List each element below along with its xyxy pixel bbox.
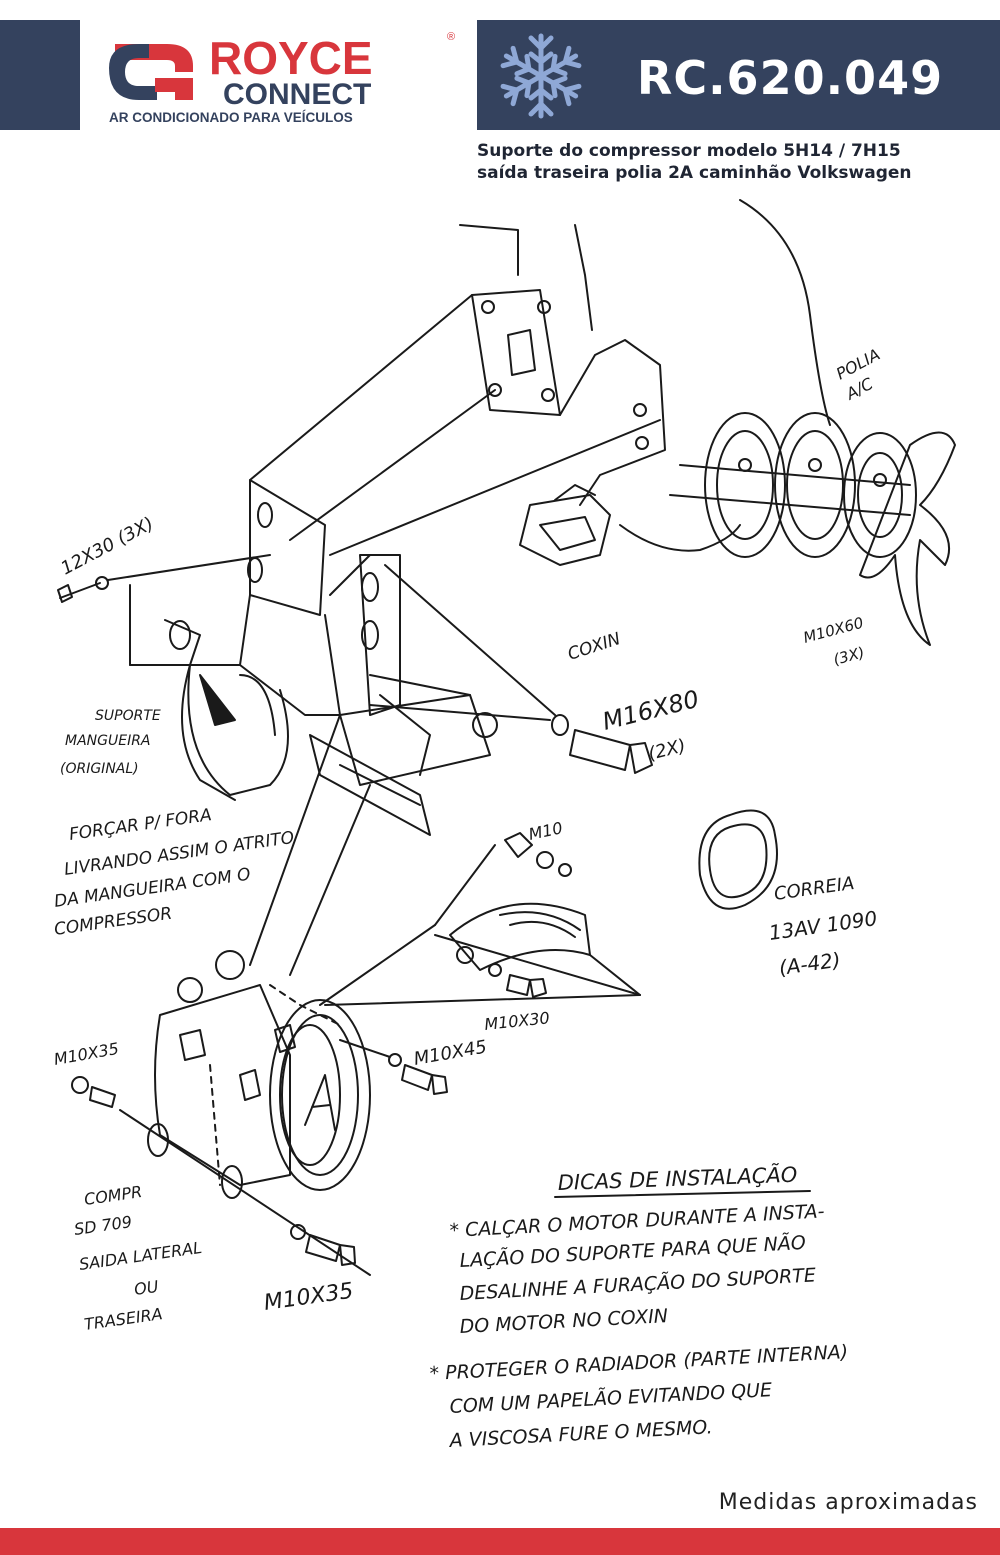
- bolt-m10x35-left: [71, 1076, 371, 1276]
- label-correia-ref: (A-42): [777, 948, 842, 980]
- label-suporte: SUPORTE: [95, 708, 161, 724]
- description-line-2: saída traseira polia 2A caminhão Volkswa…: [477, 163, 912, 183]
- label-dicas-title: DICAS DE INSTALAÇÃO: [557, 1161, 797, 1195]
- label-m10x35-bottom: M10X35: [262, 1279, 355, 1316]
- snowflake-icon: [495, 30, 587, 122]
- label-dica-2-line-1: * PROTEGER O RADIADOR (PARTE INTERNA): [429, 1341, 849, 1385]
- label-m16x80-qty: (2X): [646, 735, 688, 765]
- svg-text:®: ®: [447, 31, 455, 43]
- label-dica-2-line-3: A VISCOSA FURE O MESMO.: [447, 1416, 713, 1452]
- pulley-assembly: [619, 199, 956, 646]
- compressor-body: [147, 714, 641, 1199]
- label-m16x80: M16X80: [600, 685, 702, 736]
- label-compr-traseira: TRASEIRA: [83, 1304, 164, 1334]
- label-mangueira: MANGUEIRA: [65, 733, 151, 749]
- label-dica-2-line-2: COM UM PAPELÃO EVITANDO QUE: [449, 1378, 772, 1418]
- label-original: (ORIGINAL): [60, 761, 139, 777]
- label-m10x60: M10X60: [801, 614, 865, 647]
- label-forcar-1: FORÇAR P/ FORA: [68, 805, 213, 845]
- label-correia: CORREIA: [773, 873, 856, 905]
- label-dica-1-line-3: DESALINHE A FURAÇÃO DO SUPORTE: [459, 1263, 816, 1305]
- label-m10x35-top: M10X35: [52, 1039, 120, 1069]
- product-description: Suporte do compressor modelo 5H14 / 7H15…: [477, 140, 987, 184]
- description-line-1: Suporte do compressor modelo 5H14 / 7H15: [477, 141, 901, 161]
- hose-support: [164, 619, 289, 801]
- nut-m10: [504, 832, 572, 877]
- belt-correia: [698, 809, 778, 910]
- label-compr-saida: SAIDA LATERAL: [78, 1238, 203, 1274]
- header-left-block: [0, 20, 80, 130]
- label-m10x30: M10X30: [483, 1008, 550, 1034]
- footer-note: Medidas aproximadas: [718, 1490, 978, 1515]
- compressor-bracket: [239, 479, 556, 836]
- label-compr-model: SD 709: [73, 1212, 133, 1239]
- coxin-mount: [519, 339, 666, 566]
- bolt-m10x35-right: [290, 1224, 356, 1266]
- bolt-12x30: [57, 554, 271, 666]
- label-dica-1-line-4: DO MOTOR NO COXIN: [459, 1305, 668, 1338]
- slotted-adjust-plate: [434, 844, 641, 996]
- bolt-m10x45: [339, 1039, 448, 1095]
- logo-emblem-icon: [109, 44, 193, 100]
- logo-tagline: AR CONDICIONADO PARA VEÍCULOS: [109, 110, 353, 125]
- bolt-m16x80: [551, 714, 653, 774]
- label-compr: COMPR: [83, 1182, 143, 1209]
- label-compr-ou: OU: [133, 1277, 160, 1299]
- label-coxin: COXIN: [565, 629, 623, 665]
- bolt-m10x30: [488, 963, 547, 998]
- logo-connect-text: CONNECT: [223, 78, 371, 111]
- label-m10: M10: [527, 818, 564, 844]
- label-correia-code: 13AV 1090: [767, 906, 878, 945]
- label-bolt-12x30: 12X30 (3X): [57, 513, 157, 579]
- label-m10x45: M10X45: [412, 1036, 488, 1069]
- footer-bar: [0, 1528, 1000, 1555]
- label-m10x60-qty: (3X): [831, 643, 866, 669]
- product-code: RC.620.049: [636, 51, 944, 105]
- engine-mount-plate: [459, 224, 593, 416]
- logo-royce-text: ROYCE: [209, 32, 373, 84]
- royce-connect-logo: ROYCE ® CONNECT AR CONDICIONADO PARA VEÍ…: [105, 22, 465, 126]
- installation-diagram: 12X30 (3X) POLIA A/C COXIN M10X60 (3X) S…: [40, 195, 1000, 1475]
